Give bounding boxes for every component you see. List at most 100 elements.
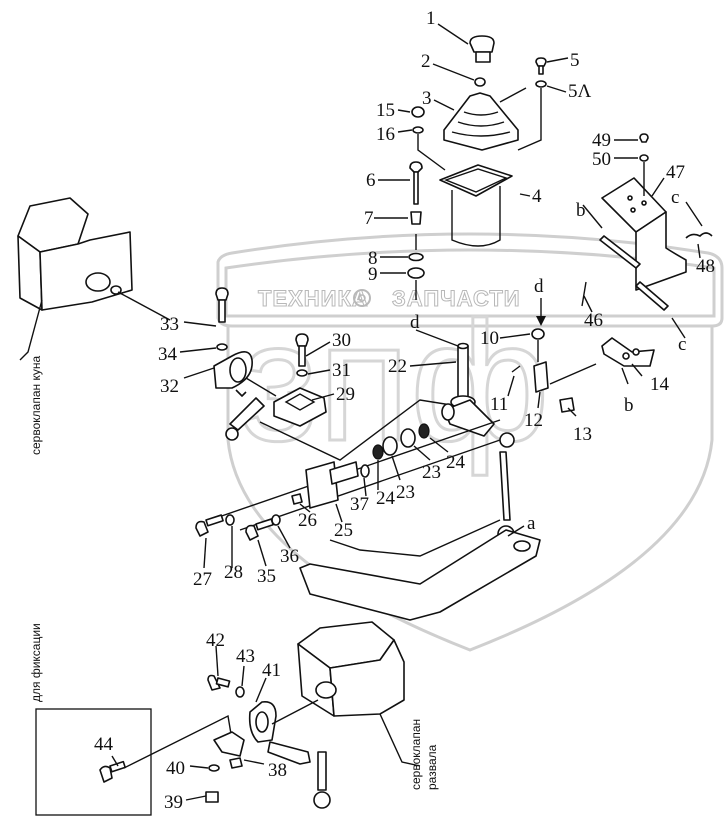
bracket-part-47-side	[635, 211, 687, 291]
link-rod	[229, 397, 265, 431]
leader-12-14	[549, 363, 597, 385]
servo-bottom-port	[315, 681, 337, 699]
leader-29	[311, 393, 335, 401]
clamp-32-bore	[229, 357, 247, 383]
bolt-part-35	[245, 524, 259, 541]
leader-14	[631, 363, 643, 377]
washer-part-9	[407, 267, 425, 279]
leader-5a	[546, 85, 567, 93]
servo-valve-left: сервоклапан куна	[17, 197, 171, 455]
callout-26: 26	[298, 510, 317, 531]
callout-6: 6	[366, 170, 376, 191]
watermark-right-word: ЗАПЧАСТИ	[392, 286, 521, 311]
mark-c-bottom: c	[678, 334, 686, 355]
callout-22: 22	[388, 356, 407, 377]
washer-part-28	[225, 514, 235, 526]
leader-42	[215, 645, 219, 677]
bracket-29-slot	[284, 393, 316, 411]
arrow-c-bottom	[671, 317, 686, 339]
block-part-12	[533, 361, 549, 393]
pin-6-shank	[413, 171, 419, 205]
servo-left-port	[85, 272, 111, 292]
washer-part-40	[208, 764, 220, 772]
lever-arm-38-link	[267, 741, 311, 765]
note-servo-bottom-1: сервоклапан	[409, 719, 423, 790]
mark-b-bottom: b	[624, 395, 634, 416]
leader-23a	[391, 455, 401, 481]
callout-39: 39	[164, 792, 183, 813]
callout-4: 4	[532, 186, 542, 207]
watermark: ТЕХНИКА ЗАПЧАСТИ зпф	[216, 232, 724, 652]
bolt-part-42	[207, 674, 221, 691]
watermark-left-word: ТЕХНИКА	[258, 286, 369, 311]
connection-marks: a b b c c d d	[410, 187, 686, 537]
callout-10: 10	[480, 328, 499, 349]
leader-37	[363, 477, 367, 497]
mark-d-right: d	[534, 276, 544, 297]
washer-part-31	[296, 369, 308, 377]
leader-36	[277, 525, 291, 549]
tie-rod	[499, 451, 511, 521]
leader-1	[437, 23, 469, 45]
lever-part-14	[601, 337, 655, 367]
pin-part-11	[511, 365, 521, 373]
callout-23a: 23	[422, 462, 441, 483]
callout-44: 44	[94, 734, 114, 755]
watermark-shield-inner	[224, 248, 716, 318]
mark-c-top: c	[671, 187, 679, 208]
screw-5-shank	[538, 65, 544, 75]
bolt-part-33	[215, 287, 229, 301]
note-servo-left: сервоклапан куна	[29, 356, 43, 455]
leader-35	[257, 539, 267, 567]
leader-10	[499, 333, 531, 339]
callout-47: 47	[666, 162, 685, 183]
bracket-assembly	[581, 133, 713, 339]
pin-part-6	[409, 161, 423, 173]
arrow-down-icon	[536, 316, 546, 326]
rod-end-part	[317, 751, 327, 791]
leader-23b	[413, 445, 431, 461]
mark-a: a	[527, 513, 536, 534]
callout-37: 37	[350, 494, 369, 515]
leader-4	[519, 193, 531, 197]
leader-40	[189, 765, 209, 769]
bolt-30-shank	[298, 345, 306, 367]
bolt-44-shank	[109, 760, 126, 773]
leader-41	[255, 677, 267, 703]
leader-41-servo	[271, 699, 319, 725]
bracket-hole	[627, 195, 633, 201]
washer-part-50	[639, 154, 649, 162]
leader-46	[583, 295, 593, 313]
cotter-part-46	[581, 281, 587, 307]
callout-labels: 1 2 3 4 5 5Λ 6 7 8 9 10 11 12 13 14 15 1…	[94, 8, 715, 813]
bolt-part-39	[205, 791, 219, 803]
callout-5: 5	[570, 50, 580, 71]
callout-38: 38	[268, 760, 287, 781]
callout-3: 3	[422, 88, 432, 109]
callout-15: 15	[376, 100, 395, 121]
seal-part-24-upper	[418, 423, 430, 439]
arrow-c-top	[685, 201, 703, 227]
callout-2: 2	[421, 51, 431, 72]
plate-part-4	[439, 164, 513, 197]
bolt-part-30	[295, 333, 309, 347]
plate-inner	[443, 168, 508, 193]
gear-icon	[353, 289, 371, 307]
leader-44	[111, 755, 119, 767]
seal-part-24-lower	[372, 444, 384, 460]
callout-41: 41	[262, 660, 281, 681]
knob-thread	[475, 51, 491, 63]
callout-leaders	[111, 23, 701, 801]
washer-part-8	[408, 252, 424, 262]
rod-b	[599, 235, 641, 269]
leader-13	[567, 407, 577, 417]
arm-38-pin	[229, 757, 243, 769]
arrow-b-top	[582, 204, 603, 229]
callout-23b: 23	[396, 482, 415, 503]
callout-31: 31	[332, 360, 351, 381]
washer-part-34	[216, 343, 228, 351]
leader-30	[305, 341, 331, 357]
shaft-assembly	[195, 419, 515, 543]
bolt-27-shank	[205, 514, 224, 527]
rod-end-eye	[313, 791, 331, 809]
